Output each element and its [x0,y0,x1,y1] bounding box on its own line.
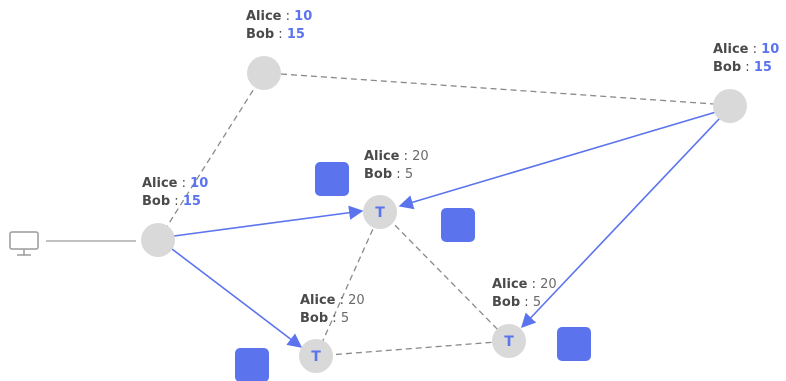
label-t-bottom-right: Alice : 20 Bob : 5 [492,276,557,312]
bob-value: 5 [340,311,350,326]
label-t-bottom-left-bob: Bob : 5 [300,311,350,326]
alice-value: 10 [761,42,780,57]
alice-value: 20 [540,277,557,292]
edge-tcenter-tbottomright [380,210,510,342]
label-top-bob: Bob : 15 [246,27,305,42]
node-t-bottom-right-letter: T [504,334,514,350]
bob-name: Bob [364,167,393,182]
bob-name: Bob [713,60,742,75]
bob-value: 15 [286,27,305,42]
alice-name: Alice [142,176,178,191]
alice-name: Alice [246,9,282,24]
blue-square [441,208,475,242]
label-top-alice: Alice : 10 [246,9,313,24]
node-left[interactable] [141,223,175,257]
label-right-bob: Bob : 15 [713,60,772,75]
bob-name: Bob [142,194,171,209]
label-t-center: Alice : 20 Bob : 5 [364,148,429,184]
edge-top-right [280,73,715,105]
label-top: Alice : 10 Bob : 15 [246,8,312,44]
bob-name: Bob [246,27,275,42]
label-t-bottom-right-bob: Bob : 5 [492,295,542,310]
label-t-bottom-right-alice: Alice : 20 [492,277,557,292]
bob-value: 15 [753,60,772,75]
label-left-alice: Alice : 10 [142,176,209,191]
arrow-left-to-tcenter [173,205,364,237]
node-t-center-letter: T [375,205,385,221]
label-t-bottom-left: Alice : 20 Bob : 5 [300,292,365,328]
edge-tbottomleft-tbottomright [315,340,510,357]
alice-name: Alice [300,293,336,308]
arrow-left-to-tbottomleft [171,248,303,348]
alice-value: 10 [294,9,313,24]
node-t-bottom-left[interactable]: T [299,339,333,373]
blue-square [315,162,349,196]
node-right[interactable] [713,89,747,123]
alice-value: 10 [190,176,209,191]
label-right: Alice : 10 Bob : 15 [713,41,779,77]
node-t-bottom-left-letter: T [311,349,321,365]
alice-name: Alice [713,42,749,57]
label-t-center-bob: Bob : 5 [364,167,414,182]
blue-square [235,348,269,381]
edge-tcenter-tbottomleft [315,210,382,357]
alice-value: 20 [348,293,365,308]
alice-name: Alice [364,149,400,164]
node-t-center[interactable]: T [363,195,397,229]
label-right-alice: Alice : 10 [713,42,780,57]
label-t-center-alice: Alice : 20 [364,149,429,164]
blue-square [557,327,591,361]
arrow-right-to-tcenter [398,111,717,210]
node-t-bottom-right[interactable]: T [492,324,526,358]
alice-value: 20 [412,149,429,164]
bob-name: Bob [300,311,329,326]
bob-value: 15 [182,194,201,209]
arrow-right-to-tbottomright [521,117,721,329]
label-left: Alice : 10 Bob : 15 [142,175,208,211]
alice-name: Alice [492,277,528,292]
bob-value: 5 [532,295,542,310]
edge-left-top [158,72,265,240]
monitor-icon [9,231,39,256]
label-left-bob: Bob : 15 [142,194,201,209]
node-top[interactable] [247,56,281,90]
bob-name: Bob [492,295,521,310]
bob-value: 5 [404,167,414,182]
label-t-bottom-left-alice: Alice : 20 [300,293,365,308]
